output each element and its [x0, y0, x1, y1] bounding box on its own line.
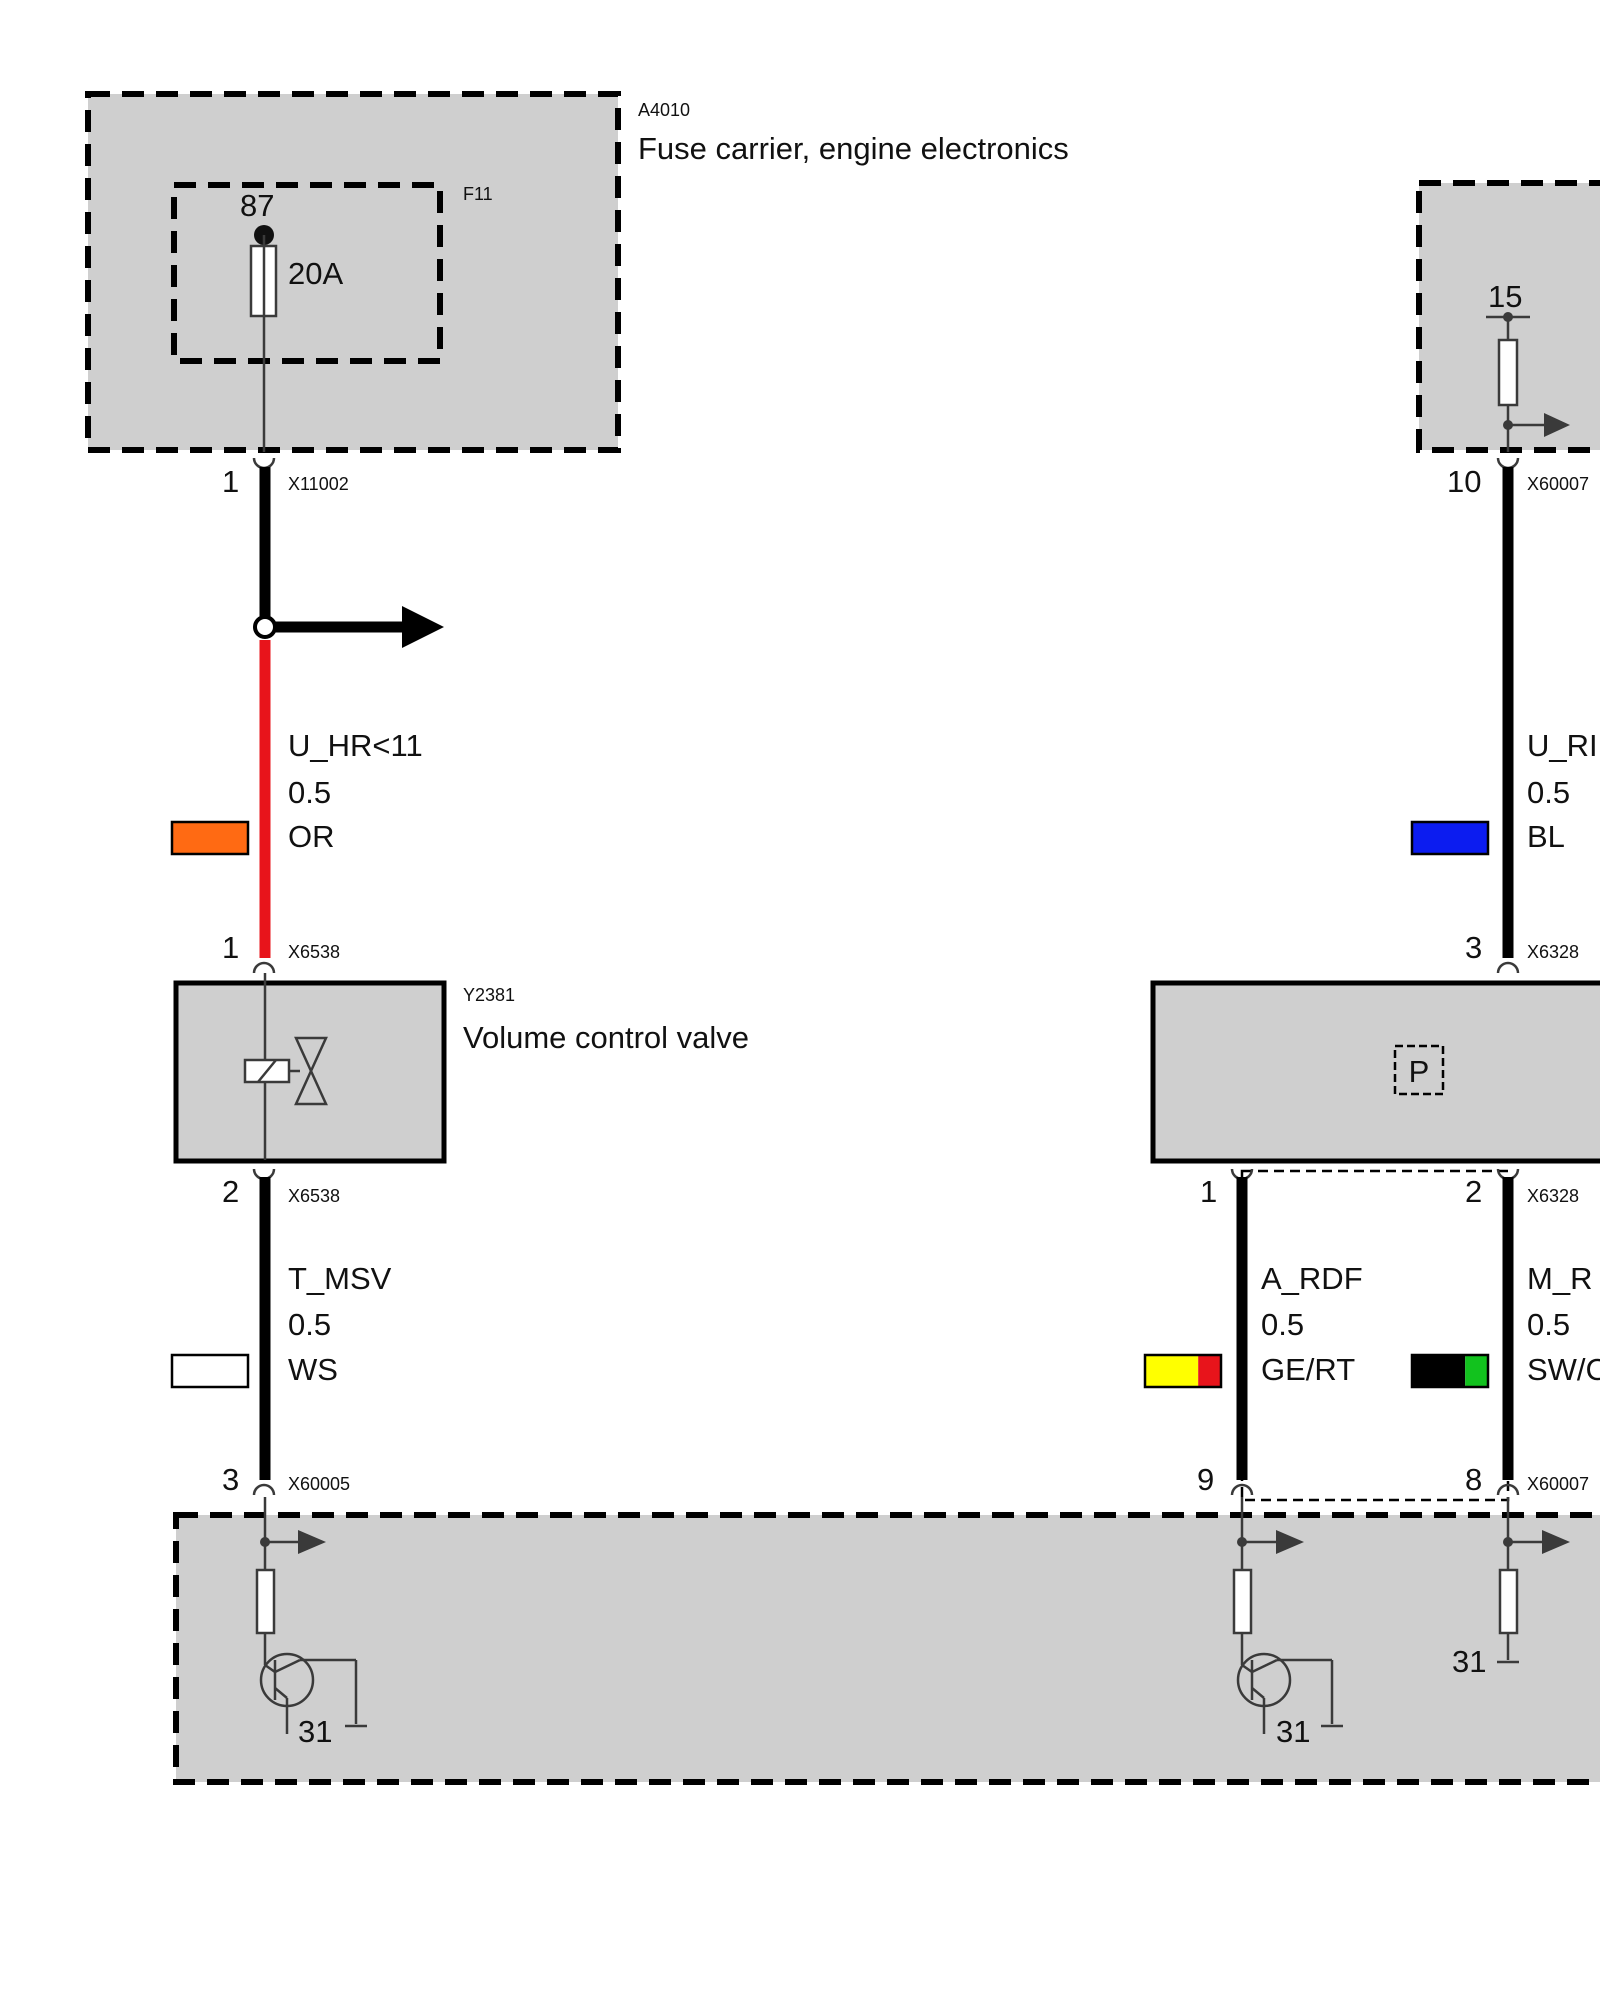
valve-control-circuit: 2 X6538 T_MSV 0.5 WS 3 X60005	[170, 1168, 392, 1497]
control-unit: 31 31	[173, 1497, 1600, 1785]
connector-x11002-symbol	[252, 457, 276, 470]
connector-x6328-top-symbol	[1496, 961, 1520, 974]
pressure-symbol: P	[1409, 1054, 1430, 1089]
wire-size: 0.5	[288, 775, 331, 810]
x60007-bottom-label: X60007	[1527, 1474, 1589, 1494]
swatch-primary	[1412, 1355, 1466, 1387]
terminal-15-label: 15	[1488, 279, 1522, 314]
wire-size: 0.5	[1527, 1307, 1570, 1342]
right-module-outline	[1416, 180, 1600, 453]
connector-x60007-left-symbol	[1230, 1483, 1254, 1496]
ground-label: 31	[1452, 1644, 1486, 1679]
connector-x6538-top-symbol	[252, 961, 276, 974]
x6538-top-pin: 1	[222, 930, 239, 965]
control-unit-body	[176, 1515, 1600, 1782]
swatch-outline	[1143, 1353, 1223, 1389]
fuse-carrier-a4010: A4010 Fuse carrier, engine electronics F…	[85, 91, 1069, 453]
splice-icon	[253, 615, 277, 639]
resistor-icon	[1498, 1568, 1519, 1635]
pressure-sensor-body	[1150, 980, 1600, 1164]
right-supply-circuit: 10 X60007 U_RI 0.5 BL 3 X6328	[1410, 457, 1598, 974]
output-arrow-icon	[1276, 1530, 1304, 1554]
wire-color-code: GE/RT	[1261, 1352, 1355, 1387]
valve-id: Y2381	[463, 985, 515, 1005]
wire-color-code: BL	[1527, 819, 1565, 854]
wire-signal: U_RI	[1527, 728, 1598, 763]
x6328-top-label: X6328	[1527, 942, 1579, 962]
ground-label: 31	[298, 1714, 332, 1749]
output-arrow-icon	[1542, 1530, 1570, 1554]
x6538-bottom-pin: 2	[222, 1174, 239, 1209]
wire-color-swatch	[170, 820, 250, 856]
resistor-icon	[1497, 338, 1519, 407]
resistor-icon	[255, 1568, 276, 1635]
resistor-icon	[1232, 1568, 1253, 1635]
wire-size: 0.5	[1527, 775, 1570, 810]
swatch-outline	[1410, 1353, 1490, 1389]
x60007-top-label: X60007	[1527, 474, 1589, 494]
wire-color-code: WS	[288, 1352, 338, 1387]
wire-signal: M_R	[1527, 1261, 1592, 1296]
x6538-bottom-label: X6538	[288, 1186, 340, 1206]
wire-size: 0.5	[288, 1307, 331, 1342]
pressure-sensor: P	[1150, 980, 1600, 1164]
swatch-primary	[170, 1353, 250, 1389]
ground-input-stage: 31	[1452, 1497, 1570, 1679]
x6538-top-label: X6538	[288, 942, 340, 962]
wire-color-swatch	[1143, 1353, 1223, 1389]
x60005-label: X60005	[288, 1474, 350, 1494]
x60007-left-pin: 9	[1197, 1462, 1214, 1497]
solenoid-valve-icon	[243, 1036, 328, 1106]
wire-color-swatch	[170, 1353, 250, 1389]
swatch-stripe	[1198, 1355, 1221, 1387]
valve-name: Volume control valve	[463, 1020, 749, 1055]
wire-signal: U_HR<11	[288, 728, 423, 763]
connector-x60005-symbol	[252, 1483, 276, 1496]
transistor-output-stage-2: 31	[1232, 1497, 1343, 1749]
connector-x60007-bottom-symbol	[1496, 1483, 1520, 1496]
wire-color-swatch	[1410, 820, 1490, 856]
pressure-symbol-frame	[1393, 1044, 1445, 1096]
wire-color-code: SW/C	[1527, 1352, 1600, 1387]
x6328-top-pin: 3	[1465, 930, 1482, 965]
swatch-primary	[170, 820, 250, 856]
x11002-label: X11002	[288, 474, 349, 494]
x60005-pin: 3	[222, 1462, 239, 1497]
fuse-id: F11	[463, 184, 493, 204]
wire-size: 0.5	[1261, 1307, 1304, 1342]
sensor-wires: 1 2 X6328 A_RDF 0.5 GE/RT M_R 0.5 SW/C 9…	[1143, 1168, 1600, 1502]
x6328-bottom-pin: 2	[1465, 1174, 1482, 1209]
connector-x60007-top-symbol	[1496, 457, 1520, 470]
left-circuit: 1 X11002 U_HR<11 0.5 OR 1 X6538	[170, 457, 444, 974]
wire-signal: T_MSV	[288, 1261, 392, 1296]
fuse-carrier-body	[88, 94, 618, 450]
x60007-bottom-pin: 8	[1465, 1462, 1482, 1497]
wire-color-code: OR	[288, 819, 335, 854]
ground-label: 31	[1276, 1714, 1310, 1749]
right-module-top: 15	[1416, 180, 1600, 453]
wire-color-swatch	[1410, 1353, 1490, 1389]
wire-signal: A_RDF	[1261, 1261, 1363, 1296]
fuse-terminal-label: 87	[240, 188, 274, 223]
volume-control-valve: Y2381 Volume control valve	[173, 973, 749, 1164]
output-arrow-icon	[1544, 413, 1570, 437]
fuse-rating: 20A	[288, 256, 343, 291]
output-arrow-icon	[298, 1530, 326, 1554]
branch-arrow-icon	[402, 606, 444, 648]
control-unit-outline	[173, 1512, 1600, 1785]
x60007-top-pin: 10	[1447, 464, 1481, 499]
x6328-left-pin: 1	[1200, 1174, 1217, 1209]
fuse-carrier-id: A4010	[638, 100, 690, 120]
x11002-pin: 1	[222, 464, 239, 499]
transistor-output-stage-1: 31	[255, 1497, 367, 1749]
fuse-carrier-name: Fuse carrier, engine electronics	[638, 131, 1069, 166]
swatch-primary	[1145, 1355, 1199, 1387]
x6328-bottom-label: X6328	[1527, 1186, 1579, 1206]
fuse-f11-outline	[171, 182, 443, 364]
swatch-primary	[1410, 820, 1490, 856]
swatch-stripe	[1465, 1355, 1488, 1387]
